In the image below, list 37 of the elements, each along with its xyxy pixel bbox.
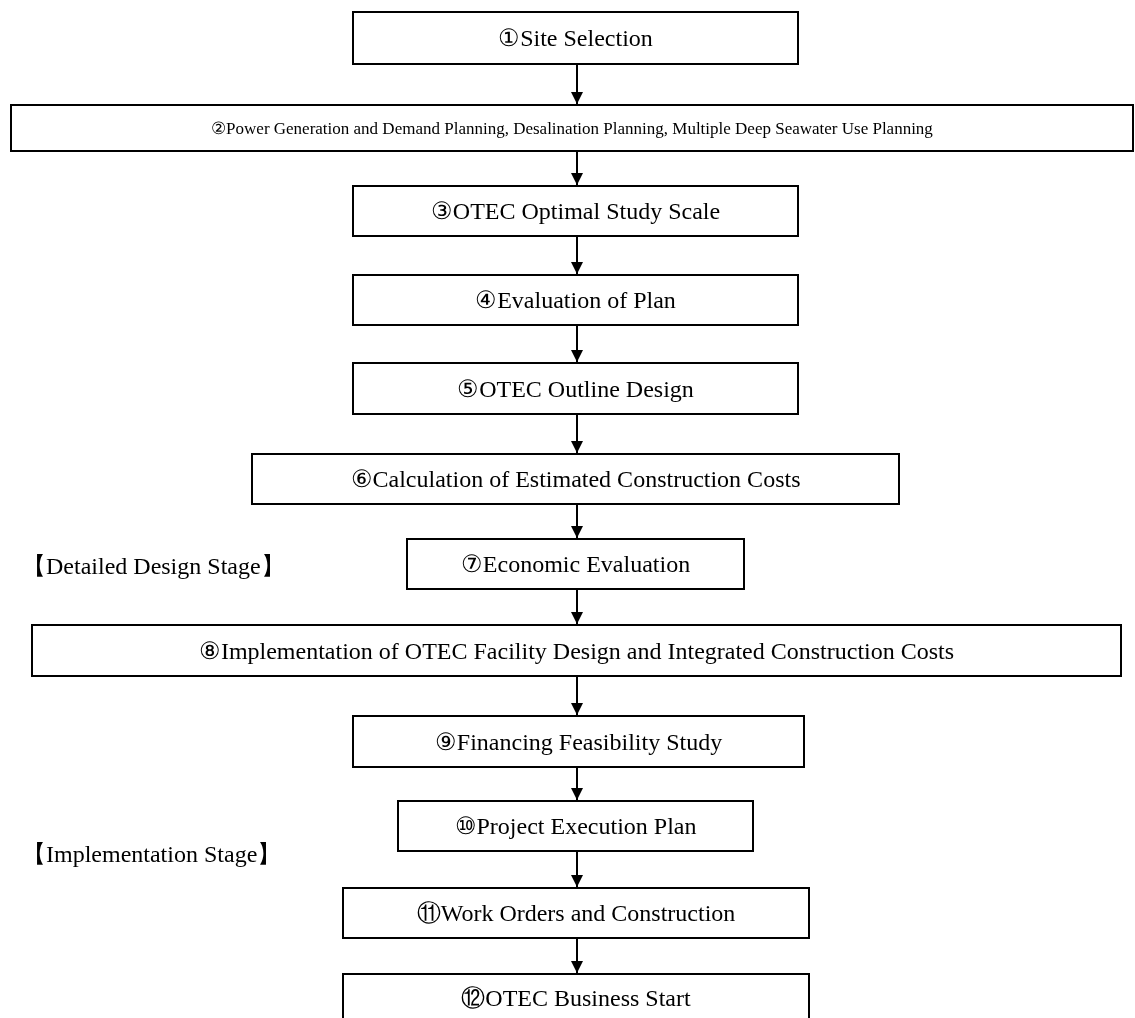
step-label: ②Power Generation and Demand Planning, Desalination Planning, Multiple Deep Seawater Use Planning <box>211 117 933 139</box>
process-box <box>406 538 745 590</box>
step-label: ⑥Calculation of Estimated Construction Costs <box>350 465 801 493</box>
step-label: ③OTEC Optimal Study Scale <box>430 197 721 225</box>
process-box <box>342 887 810 939</box>
arrow <box>571 938 583 974</box>
arrow <box>571 151 583 186</box>
arrow <box>571 325 583 363</box>
arrow <box>571 851 583 888</box>
process-box <box>397 800 754 852</box>
arrow <box>571 676 583 716</box>
step-label: ①Site Selection <box>498 24 653 52</box>
process-box <box>352 185 799 237</box>
arrow <box>571 236 583 275</box>
step-label: ⑤OTEC Outline Design <box>457 374 694 403</box>
process-box <box>342 973 810 1018</box>
process-box <box>352 362 799 415</box>
process-box <box>251 453 900 505</box>
arrow <box>571 414 583 454</box>
step-label: ⑨Financing Feasibility Study <box>434 727 723 756</box>
process-box <box>352 715 805 768</box>
step-label: ⑧Implementation of OTEC Facility Design and Integrated Construction Costs <box>198 636 955 665</box>
stage-label: 【Implementation Stage】 <box>22 840 282 869</box>
process-box <box>352 274 799 326</box>
step-label: ④Evaluation of Plan <box>475 286 676 314</box>
step-label: ⑫OTEC Business Start <box>461 984 691 1013</box>
step-label: ⑩Project Execution Plan <box>454 812 697 840</box>
arrow <box>571 767 583 801</box>
process-box <box>10 104 1134 152</box>
step-label: ⑪Work Orders and Construction <box>416 899 736 928</box>
step-label: ⑦Economic Evaluation <box>460 550 691 578</box>
process-box <box>31 624 1122 677</box>
stage-label: 【Detailed Design Stage】 <box>22 552 285 581</box>
arrow <box>571 504 583 539</box>
process-box <box>352 11 799 65</box>
arrow <box>571 64 583 105</box>
arrow <box>571 589 583 625</box>
